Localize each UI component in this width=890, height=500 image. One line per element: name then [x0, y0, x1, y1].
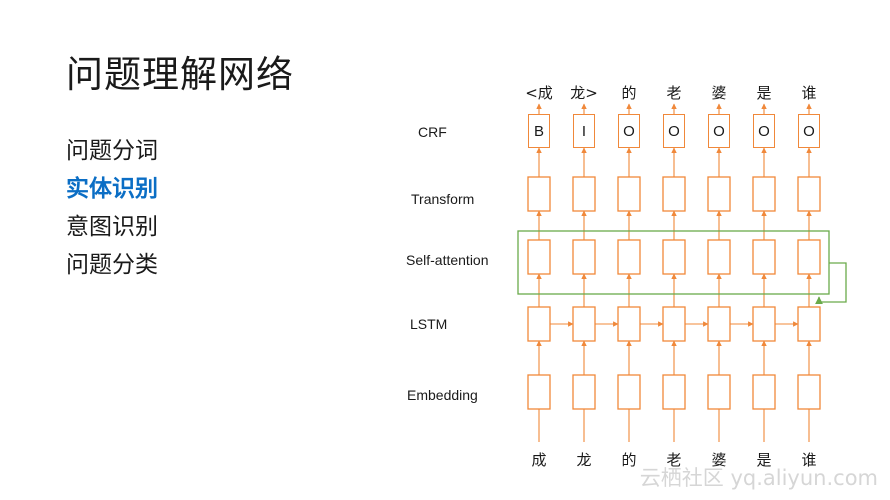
watermark: 云栖社区 yq.aliyun.com: [639, 466, 878, 490]
crf-tag-2: I: [573, 114, 595, 148]
self-attention-loop-arrow: [815, 262, 847, 305]
lstm-cell-2: [572, 306, 596, 342]
attention-cell-1: [527, 239, 551, 275]
transform-cell-1: [527, 176, 551, 212]
layer-label-crf: CRF: [418, 124, 447, 140]
embedding-cell-2: [572, 374, 596, 410]
embedding-cell-1: [527, 374, 551, 410]
lstm-cell-1: [527, 306, 551, 342]
output-token-2: 龙>: [570, 84, 598, 102]
transform-cell-2: [572, 176, 596, 212]
output-token-5: 婆: [711, 84, 727, 102]
crf-tag-3: O: [618, 114, 640, 148]
crf-tag-4: O: [663, 114, 685, 148]
output-token-7: 谁: [801, 84, 817, 102]
attention-cell-7: [797, 239, 821, 275]
slide-title: 问题理解网络: [66, 53, 294, 96]
transform-cell-7: [797, 176, 821, 212]
input-token-1: 成: [531, 451, 547, 469]
input-token-7: 谁: [801, 451, 817, 469]
menu-item-intent-recognition[interactable]: 意图识别: [66, 214, 158, 240]
menu-item-classification[interactable]: 问题分类: [66, 252, 158, 278]
embedding-cell-7: [797, 374, 821, 410]
lstm-cell-5: [707, 306, 731, 342]
output-token-3: 的: [621, 84, 637, 102]
topic-menu: 问题分词 实体识别 意图识别 问题分类: [66, 132, 158, 284]
layer-label-transform: Transform: [411, 191, 475, 207]
attention-cell-2: [572, 239, 596, 275]
layer-label-embedding: Embedding: [407, 387, 478, 403]
attention-cell-4: [662, 239, 686, 275]
lstm-cell-3: [617, 306, 641, 342]
transform-cell-4: [662, 176, 686, 212]
transform-cell-5: [707, 176, 731, 212]
input-token-2: 龙: [576, 451, 592, 469]
transform-cell-3: [617, 176, 641, 212]
crf-tag-7: O: [798, 114, 820, 148]
input-token-6: 是: [756, 451, 772, 469]
embedding-cell-5: [707, 374, 731, 410]
output-token-6: 是: [756, 84, 772, 102]
lstm-cell-4: [662, 306, 686, 342]
layer-cells: [527, 176, 821, 410]
attention-cell-5: [707, 239, 731, 275]
output-token-4: 老: [666, 84, 682, 102]
input-token-5: 婆: [711, 451, 727, 469]
input-token-4: 老: [666, 451, 682, 469]
embedding-cell-4: [662, 374, 686, 410]
transform-cell-6: [752, 176, 776, 212]
layer-label-lstm: LSTM: [410, 316, 448, 332]
lstm-cell-6: [752, 306, 776, 342]
output-token-1: <成: [525, 84, 553, 102]
crf-tag-6: O: [753, 114, 775, 148]
crf-tag-5: O: [708, 114, 730, 148]
crf-tag-1: B: [528, 114, 550, 148]
menu-item-entity-recognition[interactable]: 实体识别: [66, 176, 158, 202]
lstm-cell-7: [797, 306, 821, 342]
menu-item-segmentation[interactable]: 问题分词: [66, 138, 158, 164]
attention-cell-3: [617, 239, 641, 275]
layer-label-self-attention: Self-attention: [406, 252, 489, 268]
input-token-3: 的: [621, 451, 637, 469]
attention-cell-6: [752, 239, 776, 275]
embedding-cell-6: [752, 374, 776, 410]
embedding-cell-3: [617, 374, 641, 410]
